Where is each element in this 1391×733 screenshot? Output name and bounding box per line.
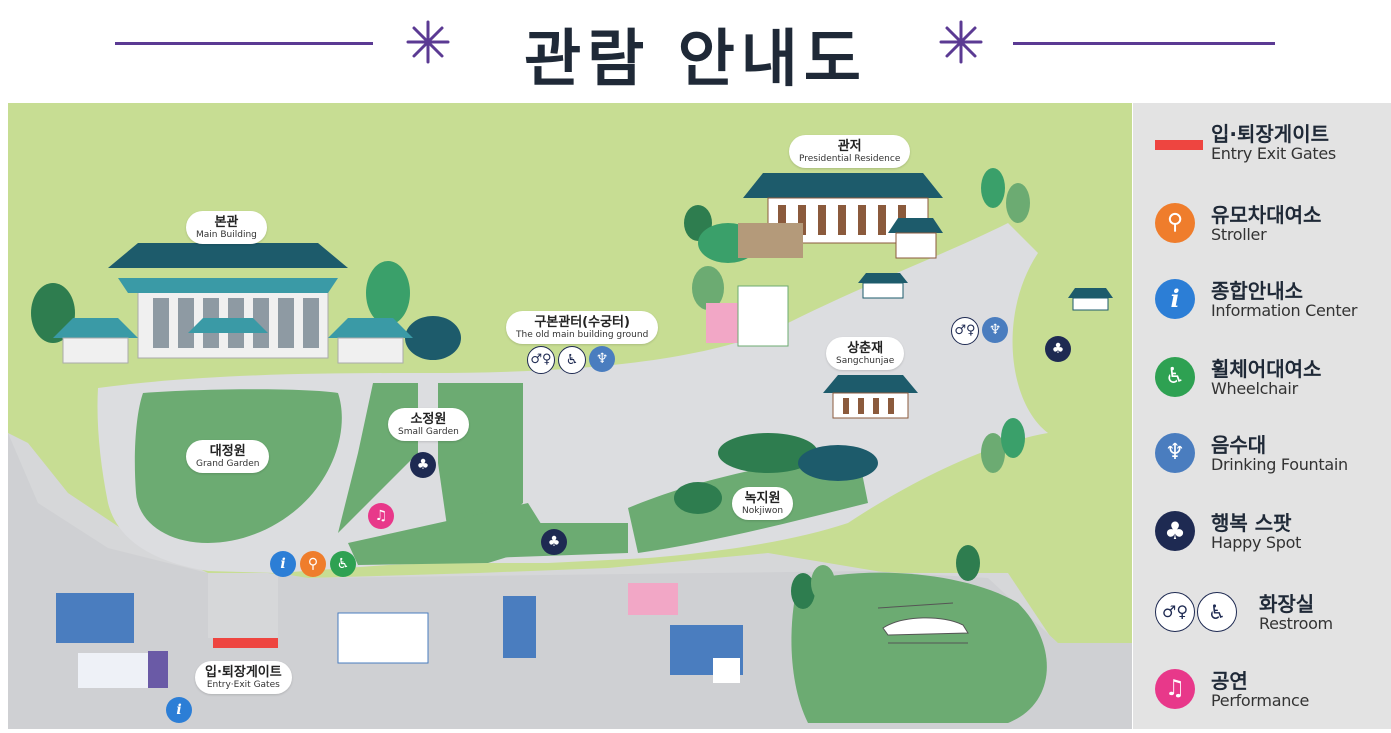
label-en: Nokjiwon — [742, 506, 784, 516]
legend-item-restroom: ♂♀ ♿ 화장실 Restroom — [1155, 588, 1391, 648]
sangchunjae-building — [823, 375, 918, 419]
gate-bar-icon — [1155, 140, 1203, 150]
title-rule-left — [115, 42, 373, 45]
label-residence[interactable]: 관저 Presidential Residence — [789, 135, 911, 168]
info-icon[interactable]: i — [166, 697, 192, 723]
restroom-icon[interactable]: ♂♀ — [951, 317, 979, 345]
label-grand-garden[interactable]: 대정원 Grand Garden — [186, 440, 270, 473]
legend-en: Performance — [1211, 691, 1310, 710]
legend-ko: 행복 스팟 — [1211, 511, 1292, 535]
clover-icon: ♣ — [1155, 511, 1195, 551]
label-en: Sangchunjae — [836, 356, 895, 366]
legend-item-info: i 종합안내소 Information Center — [1155, 275, 1391, 335]
label-ko: 입·퇴장게이트 — [205, 665, 282, 680]
legend-ko: 입·퇴장게이트 — [1211, 122, 1329, 146]
music-icon[interactable]: ♫ — [368, 503, 394, 529]
legend-panel: 입·퇴장게이트 Entry Exit Gates ⚲ 유모차대여소 Stroll… — [1133, 103, 1391, 729]
legend-item-happy-spot: ♣ 행복 스팟 Happy Spot — [1155, 507, 1391, 567]
legend-item-fountain: ♆ 음수대 Drinking Fountain — [1155, 429, 1391, 489]
stroller-icon: ⚲ — [1155, 203, 1195, 243]
label-ko: 녹지원 — [744, 491, 781, 506]
clover-icon[interactable]: ♣ — [410, 452, 436, 478]
legend-en: Information Center — [1211, 301, 1358, 320]
helipad-lawn — [791, 572, 1047, 723]
legend-en: Happy Spot — [1211, 533, 1302, 552]
asterisk-star-icon — [406, 20, 450, 64]
legend-item-stroller: ⚲ 유모차대여소 Stroller — [1155, 199, 1391, 259]
entry-gate-bar — [213, 638, 278, 648]
main-building — [53, 243, 413, 364]
label-small-garden[interactable]: 소정원 Small Garden — [388, 408, 469, 441]
fountain-icon[interactable]: ♆ — [589, 346, 615, 372]
fountain-icon[interactable]: ♆ — [982, 317, 1008, 343]
legend-en: Wheelchair — [1211, 379, 1298, 398]
legend-en: Drinking Fountain — [1211, 455, 1348, 474]
label-entry-gate[interactable]: 입·퇴장게이트 Entry·Exit Gates — [195, 661, 292, 694]
label-nokjiwon[interactable]: 녹지원 Nokjiwon — [732, 487, 794, 520]
legend-ko: 화장실 — [1259, 592, 1315, 616]
pavilion — [1068, 288, 1113, 298]
label-old-main[interactable]: 구본관터(수궁터) The old main building ground — [506, 311, 659, 344]
residence-building — [738, 173, 943, 259]
restroom-icon[interactable]: ♂♀ — [527, 346, 555, 374]
label-en: Grand Garden — [196, 459, 260, 469]
music-icon: ♫ — [1155, 669, 1195, 709]
label-en: Entry·Exit Gates — [206, 680, 280, 690]
label-en: Small Garden — [398, 427, 459, 437]
page-title: 관람 안내도 — [524, 22, 867, 95]
clover-icon[interactable]: ♣ — [541, 529, 567, 555]
legend-en: Entry Exit Gates — [1211, 144, 1336, 163]
title-rule-right — [1013, 42, 1275, 45]
legend-ko: 공연 — [1211, 669, 1248, 693]
restroom-icon: ♂♀ — [1155, 592, 1195, 632]
label-en: Main Building — [196, 230, 257, 240]
legend-item-performance: ♫ 공연 Performance — [1155, 665, 1391, 725]
legend-ko: 유모차대여소 — [1211, 203, 1322, 227]
wheelchair-icon: ♿ — [1155, 357, 1195, 397]
helicopter — [877, 602, 969, 644]
title-bar: 관람 안내도 — [0, 0, 1391, 100]
legend-en: Restroom — [1259, 614, 1333, 633]
legend-en: Stroller — [1211, 225, 1267, 244]
trees — [31, 168, 1030, 609]
wheelchair-icon: ♿ — [1197, 592, 1237, 632]
legend-ko: 음수대 — [1211, 433, 1267, 457]
clover-icon[interactable]: ♣ — [1045, 336, 1071, 362]
label-ko: 관저 — [837, 139, 862, 154]
wheelchair-icon[interactable]: ♿ — [558, 346, 586, 374]
fountain-icon: ♆ — [1155, 433, 1195, 473]
label-sangchunjae[interactable]: 상춘재 Sangchunjae — [826, 337, 905, 370]
site-map[interactable] — [8, 103, 1132, 729]
label-ko: 대정원 — [209, 444, 246, 459]
asterisk-star-icon — [939, 20, 983, 64]
wheelchair-icon[interactable]: ♿ — [330, 551, 356, 577]
legend-item-gate: 입·퇴장게이트 Entry Exit Gates — [1155, 118, 1391, 178]
label-ko: 상춘재 — [847, 341, 884, 356]
label-ko: 본관 — [214, 215, 239, 230]
legend-item-wheelchair: ♿ 휠체어대여소 Wheelchair — [1155, 353, 1391, 413]
label-ko: 소정원 — [410, 412, 447, 427]
old-main-annex — [706, 285, 789, 347]
pavilion — [858, 273, 908, 283]
label-main-building[interactable]: 본관 Main Building — [186, 211, 267, 244]
legend-ko: 휠체어대여소 — [1211, 357, 1322, 381]
label-en: Presidential Residence — [799, 154, 901, 164]
stroller-icon[interactable]: ⚲ — [300, 551, 326, 577]
label-en: The old main building ground — [516, 330, 649, 340]
label-ko: 구본관터(수궁터) — [534, 315, 630, 330]
city-buildings — [56, 583, 743, 688]
info-icon: i — [1155, 279, 1195, 319]
info-icon[interactable]: i — [270, 551, 296, 577]
legend-ko: 종합안내소 — [1211, 279, 1303, 303]
